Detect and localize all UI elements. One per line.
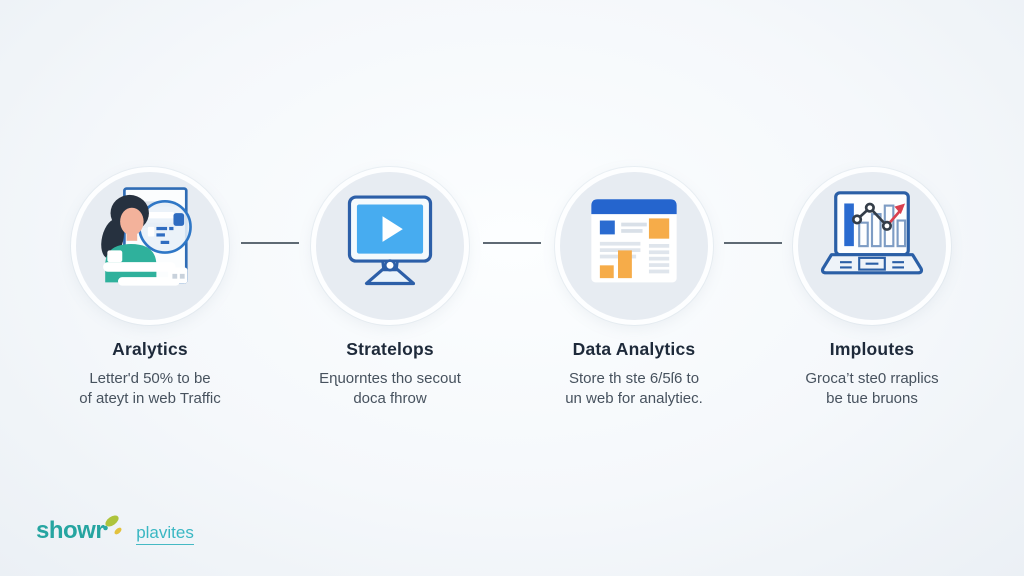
dashboard-report-icon <box>570 180 698 313</box>
step-description-line1: Eɳuorntes tho secout <box>319 370 461 387</box>
step-description-line2: un web for analytiec. <box>565 389 703 407</box>
step-description-line2: be tue bruons <box>826 389 918 407</box>
connector-line <box>483 242 541 244</box>
step-description: Letter'd 50% to be of ateyt in web Traff… <box>40 369 260 408</box>
step-circle <box>555 167 713 325</box>
step-description-line2: of ateyt in web Traffic <box>79 389 221 407</box>
step-description-line1: Store th ste 6/5ſ6 to <box>568 370 700 387</box>
connector-line <box>241 242 299 244</box>
step-data-analytics: Data Analytics Store th ste 6/5ſ6 to un … <box>524 167 744 408</box>
analyst-browser-search-icon <box>86 180 214 313</box>
step-title: Stratelops <box>346 339 434 359</box>
brand-logo-suffix: plavites <box>136 523 194 545</box>
step-title: Aralytics <box>112 339 188 359</box>
step-improvement: Imploutes Groca’t ste0 rraplics be tue b… <box>762 167 982 408</box>
step-description-line1: Letter'd 50% to be <box>89 370 211 387</box>
monitor-play-icon <box>326 180 454 313</box>
step-analytics: Aralytics Letter'd 50% to be of ateyt in… <box>40 167 260 408</box>
step-circle <box>793 167 951 325</box>
step-description-line2: doca fhrow <box>353 389 427 407</box>
step-strategy: Stratelops Eɳuorntes tho secout doca fhr… <box>280 167 500 408</box>
leaf-sparkle-icon <box>101 513 127 539</box>
step-circle <box>71 167 229 325</box>
step-title: Data Analytics <box>572 339 696 359</box>
brand-logo-text: showr <box>36 517 105 544</box>
step-circle <box>311 167 469 325</box>
brand-logo: showr plavites <box>36 515 194 545</box>
connector-line <box>724 242 782 244</box>
step-description: Groca’t ste0 rraplics be tue bruons <box>762 369 982 408</box>
laptop-growth-chart-icon <box>808 180 936 313</box>
step-description: Store th ste 6/5ſ6 to un web for analyti… <box>524 369 744 408</box>
step-description: Eɳuorntes tho secout doca fhrow <box>280 369 500 408</box>
step-description-line1: Groca’t ste0 rraplics <box>805 370 939 387</box>
step-title: Imploutes <box>829 339 915 359</box>
